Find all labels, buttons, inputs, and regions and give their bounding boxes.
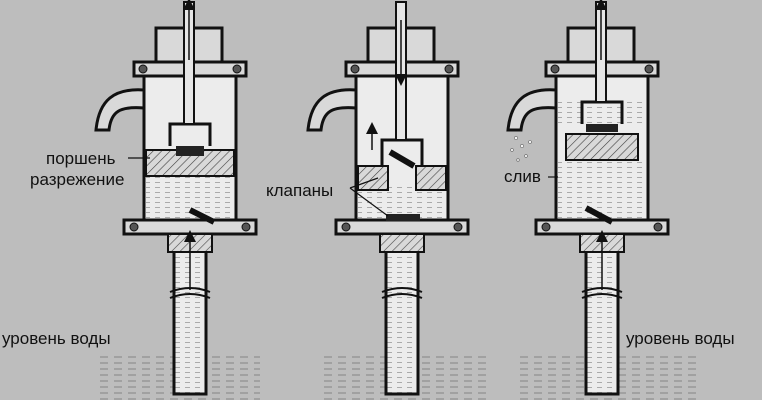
label-piston: поршень xyxy=(46,149,116,168)
pump-stage-1 xyxy=(94,0,258,396)
leader-valves-2 xyxy=(349,187,389,217)
label-drain: слив xyxy=(504,167,541,186)
leader-valves xyxy=(349,177,379,189)
pump-stage-3 xyxy=(506,0,670,396)
label-vacuum: разрежение xyxy=(30,170,125,189)
label-water-level-left: уровень воды xyxy=(2,329,111,348)
label-valves: клапаны xyxy=(266,181,334,200)
label-water-level-right: уровень воды xyxy=(626,329,735,348)
pump-stage-2 xyxy=(306,1,470,396)
